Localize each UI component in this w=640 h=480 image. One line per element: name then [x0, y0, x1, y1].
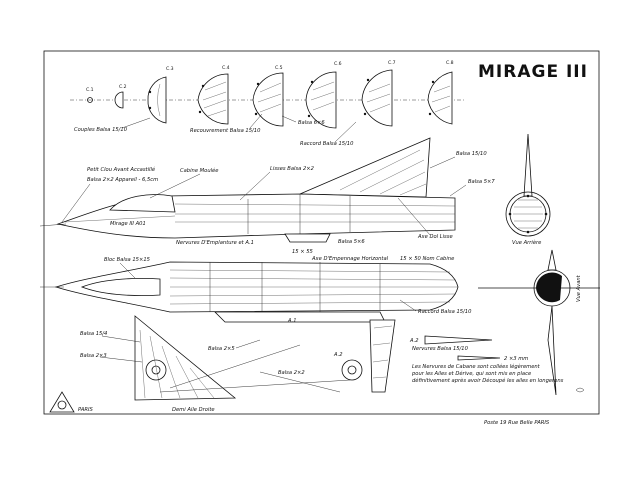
- label-lisses: Lisses Balsa 2×2: [270, 166, 314, 172]
- canopy: [109, 194, 176, 213]
- rear-view: Vue Arrière: [505, 133, 551, 246]
- label-couples: Couples Balsa 15/10: [74, 127, 128, 133]
- label-cote-55: 15 × 55: [292, 249, 314, 255]
- sheet-border: [43, 50, 600, 415]
- label-axe-lisse: Axe Dol Lisse: [417, 234, 453, 240]
- label-cabine: Cabine Moulée: [180, 167, 218, 174]
- footer-credit: Poste 19 Rue Belle PARIS: [484, 420, 550, 426]
- section-c8: C.8: [427, 60, 454, 125]
- label-nervures: Nervures D'Emplanture et A.1: [176, 240, 254, 246]
- legend: A.2 Nervures Balsa 15/10 2 ×3 mm Les Ner…: [409, 335, 564, 384]
- legend-a2: A.2: [409, 338, 419, 344]
- note-line-1: Les Nervures de Cabane sont collées légè…: [412, 363, 541, 370]
- label-vue-arriere: Vue Arrière: [512, 239, 541, 246]
- section-label: C.1: [86, 87, 94, 93]
- section-label: C.8: [446, 60, 454, 66]
- section-label: C.3: [166, 66, 174, 72]
- note-line-3: définitivement après avoir Découpé les a…: [412, 377, 564, 384]
- logo-paris: PARIS: [78, 407, 94, 413]
- drawing-title: MIRAGE III: [478, 62, 588, 82]
- section-label: C.4: [222, 65, 230, 71]
- label-petit-clou: Petit Clou Avant Accastillé: [87, 166, 155, 173]
- label-balsa-5x6: Balsa 5×6: [338, 239, 365, 245]
- label-balsa-15x4: Balsa 15/4: [80, 331, 107, 337]
- label-bloc: Bloc Balsa 15×15: [104, 257, 151, 263]
- fuselage-name: Mirage III A01: [110, 221, 146, 227]
- label-cote-50: 15 × 50 Nom Cabine: [400, 256, 454, 262]
- label-a2: A.2: [333, 352, 343, 358]
- front-view: Vue Avant: [478, 249, 600, 396]
- fin-plan: [369, 319, 396, 393]
- top-view: [40, 261, 459, 313]
- legend-nervures: Nervures Balsa 15/10: [412, 346, 469, 352]
- label-vue-avant: Vue Avant: [576, 274, 582, 302]
- section-label: C.7: [388, 60, 396, 66]
- section-c1: C.1: [86, 87, 94, 103]
- section-label: C.2: [119, 84, 127, 90]
- label-axe-horiz: Axe D'Empennage Horizontal: [311, 256, 389, 262]
- section-c6: C.6: [305, 61, 342, 129]
- label-demi-aile: Demi Aile Droite: [172, 407, 215, 413]
- label-recouvrement: Recouvrement Balsa 15/10: [190, 128, 261, 134]
- label-balsa-2x2: Balsa 2×2 Appareil - 6,5cm: [87, 177, 158, 183]
- canopy-top: [80, 277, 161, 297]
- wing-half: [134, 311, 396, 401]
- label-balsa-5x7: Balsa 5×7: [468, 179, 495, 185]
- section-c3: C.3: [147, 66, 174, 124]
- note-line-2: pour les Ailes et Dérive, qui sont mis e…: [411, 370, 531, 377]
- label-raccord-top: Raccord Balsa 15/10: [300, 141, 354, 147]
- signature: [575, 387, 585, 393]
- section-c2: C.2: [114, 84, 127, 109]
- maker-logo: [49, 391, 75, 413]
- section-c5: C.5: [252, 65, 284, 127]
- legend-cote-2mm: 2 ×3 mm: [504, 356, 528, 362]
- label-raccord-bottom: Raccord Balsa 15/10: [418, 309, 472, 315]
- section-label: C.5: [275, 65, 283, 71]
- former-sections: C.1 C.2 C.3 C.4 C.5 C.6: [70, 60, 466, 129]
- side-view: Mirage III A01: [39, 137, 456, 243]
- label-balsa-fin: Balsa 15/10: [456, 151, 487, 157]
- label-balsa-2x2-b: Balsa 2×2: [278, 370, 305, 376]
- wing-outline: [134, 315, 237, 401]
- label-balsa-6x6: Balsa 6×6: [298, 120, 325, 126]
- label-balsa-2x5: Balsa 2×5: [208, 346, 235, 352]
- section-c4: C.4: [197, 65, 230, 125]
- fuselage-side: [56, 193, 456, 239]
- label-a1: A.1: [287, 318, 297, 324]
- label-balsa-2x3: Balsa 2×3: [80, 353, 107, 359]
- section-label: C.6: [334, 61, 342, 67]
- section-c7: C.7: [361, 60, 396, 127]
